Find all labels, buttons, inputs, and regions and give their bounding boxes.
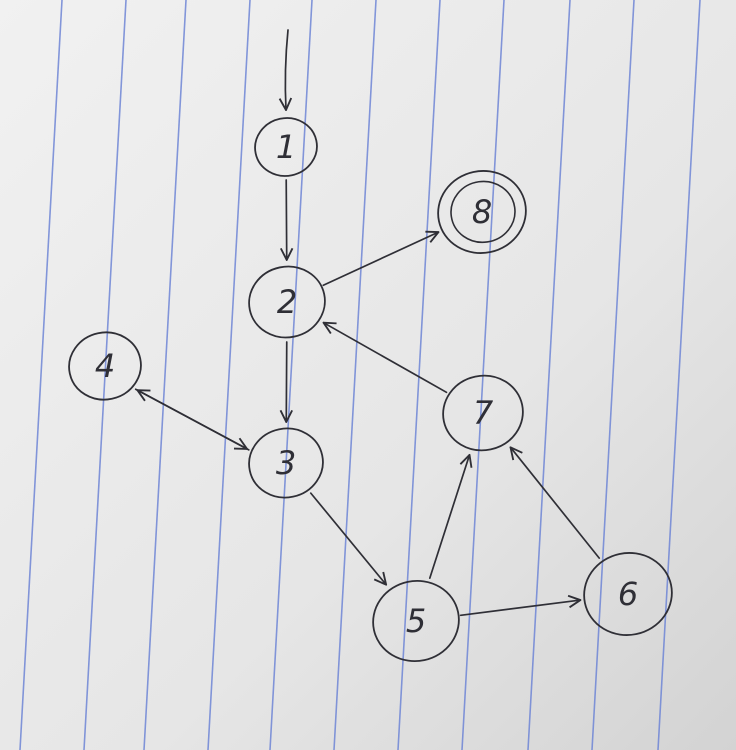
node-circle [583, 552, 673, 636]
node-8: 8 [437, 170, 527, 254]
node-circle [254, 117, 318, 177]
node-circle [442, 374, 524, 452]
rule-line [397, 0, 441, 750]
node-circle [248, 427, 324, 499]
edge-1-to-2 [279, 179, 294, 261]
node-label: 3 [276, 444, 296, 482]
edge-5-to-6 [459, 594, 582, 617]
node-6: 6 [583, 552, 673, 636]
node-3: 3 [248, 427, 324, 499]
node-5: 5 [372, 579, 460, 663]
node-label: 2 [277, 283, 297, 321]
edge-4-to-3 [134, 388, 248, 450]
node-circle [68, 331, 142, 401]
node-label: 4 [95, 347, 115, 385]
edge-layer [134, 29, 601, 617]
node-label: 8 [472, 193, 492, 231]
node-label: 6 [618, 575, 638, 613]
node-4: 4 [68, 331, 142, 401]
state-graph: 1 2 3 4 5 6 7 8 [68, 29, 673, 663]
node-label: 5 [406, 602, 426, 640]
edge-5-to-7 [428, 453, 473, 580]
edge-3-to-5 [309, 492, 388, 586]
rule-line [207, 0, 251, 750]
start-arrow [278, 29, 293, 111]
rule-line [527, 0, 571, 750]
edge-2-to-8 [322, 230, 440, 287]
node-2: 2 [248, 265, 326, 339]
node-circle [248, 265, 326, 339]
rule-line [333, 0, 377, 750]
rule-line [657, 0, 701, 750]
node-circle [437, 170, 527, 254]
node-1: 1 [254, 117, 318, 177]
rule-line [143, 0, 187, 750]
rule-line [83, 0, 127, 750]
node-label: 1 [276, 128, 296, 166]
rule-line [19, 0, 63, 750]
node-label: 7 [473, 394, 494, 432]
edge-6-to-7 [509, 446, 601, 559]
accepting-inner-circle [450, 180, 516, 244]
edge-7-to-2 [322, 321, 448, 394]
node-circle [372, 579, 460, 663]
rule-line [269, 0, 313, 750]
node-layer: 1 2 3 4 5 6 7 8 [68, 117, 673, 663]
node-7: 7 [442, 374, 524, 452]
